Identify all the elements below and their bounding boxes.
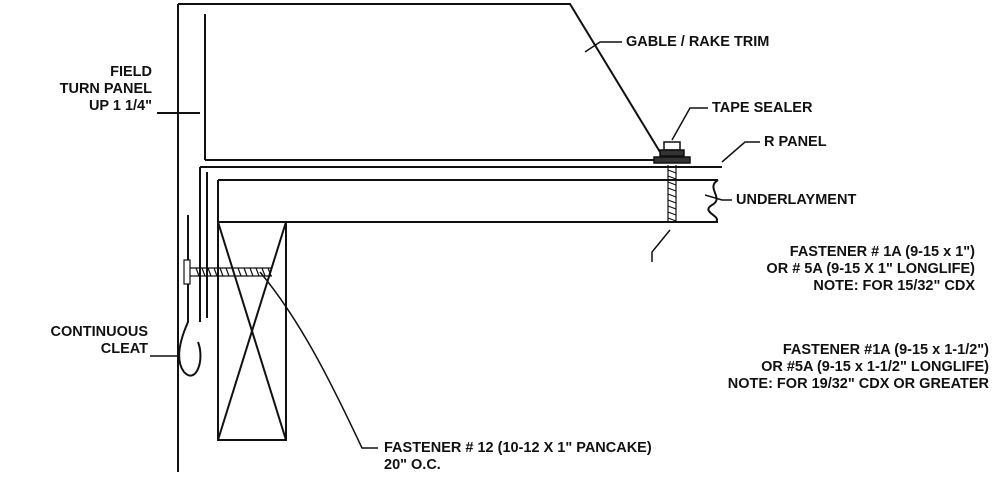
label-line: OR # 5A (9-15 X 1" LONGLIFE) — [766, 261, 975, 277]
deck-break-line — [707, 179, 719, 223]
label-line: 20" O.C. — [384, 457, 441, 473]
gable-rake-trim — [177, 3, 661, 472]
label-line: TURN PANEL — [59, 81, 152, 97]
label-line: FASTENER #1A (9-15 x 1-1/2") — [782, 342, 989, 358]
label-line: NOTE: FOR 15/32" CDX — [813, 278, 975, 294]
label-line: UP 1 1/4" — [88, 98, 152, 114]
continuous-cleat — [178, 215, 202, 377]
deck-board — [217, 179, 718, 223]
leader-underlayment — [704, 194, 732, 201]
label-tape-sealer: TAPE SEALER — [712, 100, 813, 116]
label-r-panel: R PANEL — [764, 134, 827, 150]
label-field-turn-panel: FIELD TURN PANEL UP 1 1/4" — [40, 64, 152, 115]
label-line: NOTE: FOR 19/32" CDX OR GREATER — [727, 376, 989, 392]
leader-tape — [671, 107, 708, 141]
label-line: FIELD — [110, 64, 152, 80]
r-panel — [199, 166, 722, 322]
label-underlayment: UNDERLAYMENT — [736, 192, 857, 208]
fastener-12 — [183, 259, 272, 285]
label-fastener-12: FASTENER # 12 (10-12 X 1" PANCAKE) 20" O… — [384, 440, 652, 474]
label-fastener-1a-short: FASTENER # 1A (9-15 x 1") OR # 5A (9-15 … — [640, 244, 975, 295]
label-line: OR #5A (9-15 x 1-1/2" LONGLIFE) — [761, 359, 989, 375]
label-line: FASTENER # 12 (10-12 X 1" PANCAKE) — [384, 440, 652, 456]
label-line: CLEAT — [100, 341, 148, 357]
wood-blocking — [217, 221, 287, 441]
label-fastener-1a-long: FASTENER #1A (9-15 x 1-1/2") OR #5A (9-1… — [600, 342, 989, 393]
label-line: CONTINUOUS — [50, 324, 148, 340]
leader-rpanel — [721, 141, 760, 163]
leader-fastener-1a — [651, 229, 671, 262]
leader-fastener-12 — [259, 271, 378, 449]
leader-gable — [584, 41, 622, 53]
fastener-1a — [667, 165, 677, 222]
label-gable-rake-trim: GABLE / RAKE TRIM — [626, 34, 770, 50]
tape-sealer — [653, 141, 691, 164]
label-line: FASTENER # 1A (9-15 x 1") — [789, 244, 975, 260]
label-continuous-cleat: CONTINUOUS CLEAT — [4, 324, 148, 358]
